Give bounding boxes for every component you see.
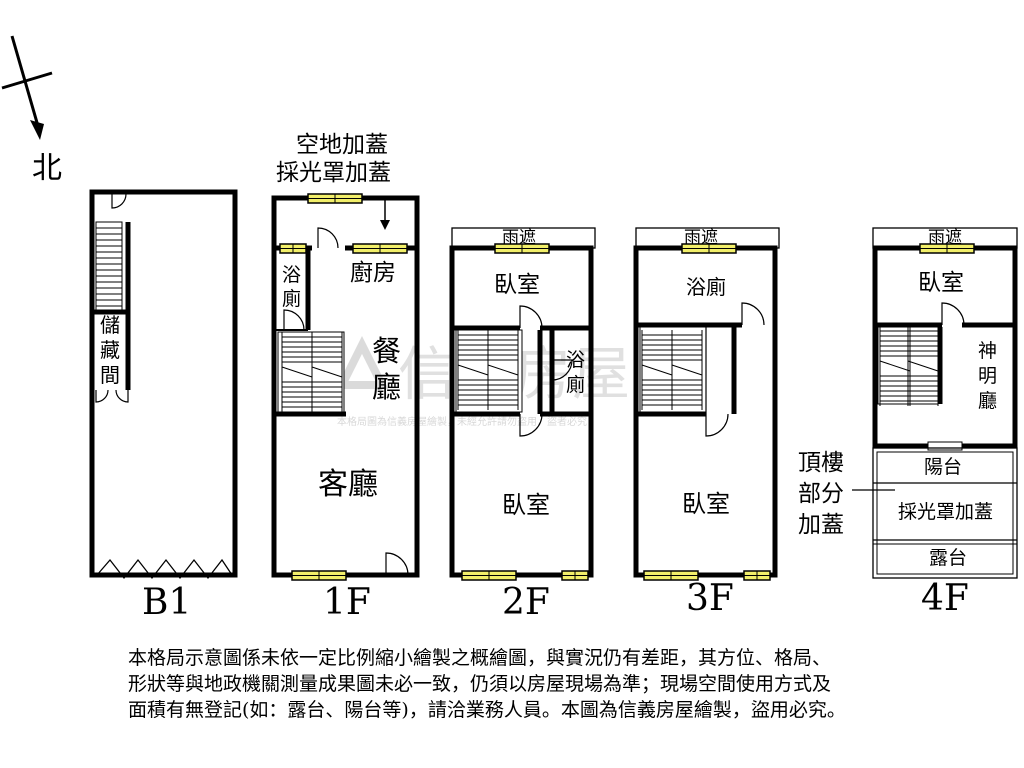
svg-text:餐: 餐	[372, 334, 401, 368]
svg-text:神: 神	[978, 340, 997, 362]
b1-outer-wall	[89, 189, 238, 578]
watermark-caption: 本格局圖為信義房屋繪製，未經允許請勿盜用，盜者必究	[337, 415, 587, 428]
floor-4f: 雨遮 臥室 神 明 廳 陽台 採光罩加蓋 露台 頂樓 部分 加蓋 4F	[798, 227, 1018, 619]
svg-text:浴: 浴	[566, 349, 585, 371]
door-icon	[317, 227, 339, 249]
sliding-door-icon	[927, 441, 963, 451]
north-arrow-icon	[30, 120, 44, 140]
floor-3f: 雨遮 浴廁 臥室 3F	[633, 227, 780, 619]
compass: 北	[1, 35, 62, 186]
f4-balcony-label: 陽台	[924, 456, 962, 478]
north-label: 北	[32, 151, 62, 186]
svg-text:加蓋: 加蓋	[798, 512, 844, 538]
floor-1f: 空地加蓋 採光罩加蓋 浴 廁 廚房 餐 廳 客廳 1F	[271, 132, 420, 623]
f1-bath-label: 浴 廁	[282, 264, 301, 310]
svg-text:浴: 浴	[282, 264, 301, 286]
svg-text:明: 明	[978, 365, 997, 387]
door-icon	[519, 305, 543, 329]
disclaimer: 本格局示意圖係未依一定比例縮小繪製之概繪圖，與實況仍有差距，其方位、格局、 形狀…	[128, 645, 988, 723]
brand-logo-icon	[335, 336, 389, 389]
door-icon	[111, 193, 127, 209]
f2-bedroom-bottom-label: 臥室	[502, 491, 550, 519]
door-icon	[519, 413, 543, 437]
svg-text:間: 間	[100, 363, 120, 387]
f2-canopy-label: 雨遮	[502, 228, 536, 248]
disclaimer-line: 面積有無登記(如：露台、陽台等)，請洽業務人員。本圖為信義房屋繪製，盜用必究。	[128, 699, 846, 721]
svg-text:儲: 儲	[100, 313, 120, 337]
f1-floor-label: 1F	[323, 582, 371, 623]
disclaimer-line: 本格局示意圖係未依一定比例縮小繪製之概繪圖，與實況仍有差距，其方位、格局、	[128, 647, 832, 669]
f2-bedroom-top-label: 臥室	[494, 272, 540, 298]
svg-text:廳: 廳	[372, 370, 401, 404]
door-icon	[385, 552, 409, 576]
b1-storage-label: 儲 藏 間	[100, 313, 120, 387]
svg-text:部分: 部分	[798, 481, 844, 507]
f4-canopy-label: 雨遮	[928, 228, 962, 248]
f1-living-label: 客廳	[318, 467, 378, 502]
door-icon	[551, 359, 573, 381]
f4-floor-label: 4F	[921, 578, 969, 619]
f3-bedroom-label: 臥室	[682, 490, 730, 518]
floor-2f: 雨遮 臥室 浴 廁 臥室 2F	[449, 227, 596, 623]
f1-annotation-2: 採光罩加蓋	[276, 160, 391, 186]
f2-floor-label: 2F	[502, 582, 550, 623]
f1-kitchen-label: 廚房	[350, 260, 396, 286]
folding-door-icon	[96, 558, 233, 580]
f4-bedroom-label: 臥室	[918, 270, 964, 296]
door-icon	[941, 302, 965, 326]
b1-floor-label: B1	[142, 582, 191, 623]
f3-canopy-label: 雨遮	[684, 228, 718, 248]
f1-annotation-1: 空地加蓋	[296, 132, 388, 158]
f1-dining-label: 餐 廳	[372, 334, 401, 404]
svg-text:藏: 藏	[100, 338, 120, 362]
svg-text:廳: 廳	[978, 390, 997, 412]
door-icon	[741, 302, 765, 326]
door-icon	[95, 389, 129, 403]
door-icon	[705, 413, 729, 437]
f4-shrine-label: 神 明 廳	[978, 340, 997, 412]
f3-bath-label: 浴廁	[686, 275, 726, 299]
f3-floor-label: 3F	[686, 578, 734, 619]
f4-terrace-label: 露台	[929, 547, 967, 569]
disclaimer-line: 形狀等與地政機關測量成果圖未必一致，仍須以房屋現場為準；現場空間使用方式及	[128, 673, 832, 695]
svg-text:頂樓: 頂樓	[798, 450, 844, 476]
svg-text:廁: 廁	[566, 373, 585, 396]
arrow-down-icon	[380, 220, 390, 230]
svg-text:廁: 廁	[282, 287, 301, 310]
f4-skylight-label: 採光罩加蓋	[898, 501, 993, 523]
floor-b1: 儲 藏 間 B1	[89, 189, 238, 623]
door-icon	[283, 309, 305, 331]
f2-bath-label: 浴 廁	[566, 349, 585, 396]
f4-side-note: 頂樓 部分 加蓋	[798, 450, 844, 538]
